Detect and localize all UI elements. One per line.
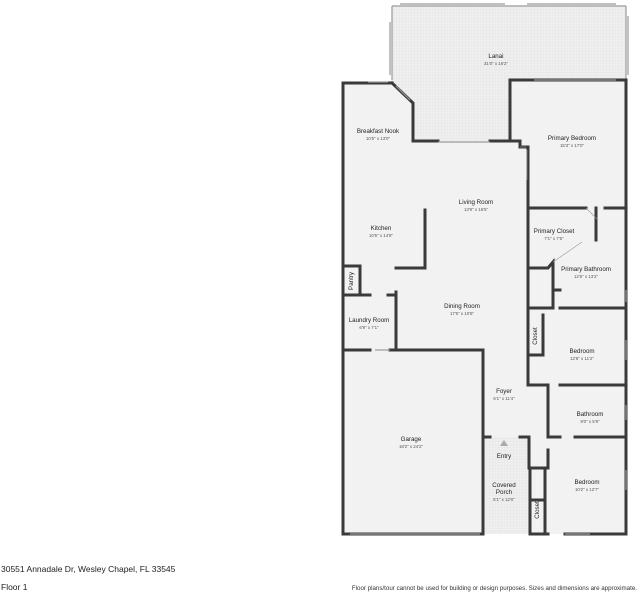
room-bedroom-1-name: Bedroom bbox=[569, 348, 594, 355]
room-garage-name: Garage bbox=[401, 436, 422, 443]
room-covered-porch-dims: 6'1" x 12'0" bbox=[493, 497, 515, 502]
room-garage-dims: 18'2" x 24'2" bbox=[399, 444, 424, 449]
room-covered-porch-name-line2: Porch bbox=[496, 489, 513, 496]
room-foyer-dims: 6'1" x 11'4" bbox=[493, 396, 515, 401]
room-closet-2-name: Closet bbox=[534, 501, 541, 519]
room-pantry-name: Pantry bbox=[348, 271, 355, 290]
room-foyer-name: Foyer bbox=[496, 388, 512, 395]
room-dining-room-dims: 17'5" x 10'8" bbox=[450, 311, 475, 316]
room-bedroom-1-dims: 12'8" x 11'2" bbox=[570, 356, 594, 361]
room-primary-closet-dims: 7'1" x 7'5" bbox=[544, 236, 564, 241]
interior-floor bbox=[343, 80, 626, 534]
room-bedroom-2-name: Bedroom bbox=[574, 479, 599, 486]
room-primary-bathroom-name: Primary Bathroom bbox=[561, 266, 611, 273]
room-kitchen-name: Kitchen bbox=[371, 225, 392, 232]
room-labels: Lanai 31'0" x 16'2" Breakfast Nook 10'5"… bbox=[348, 53, 611, 519]
room-primary-bathroom-dims: 12'6" x 13'2" bbox=[574, 274, 599, 279]
room-breakfast-nook-name: Breakfast Nook bbox=[357, 128, 400, 135]
room-lanai-dims: 31'0" x 16'2" bbox=[484, 61, 509, 66]
room-closet-1-name: Closet bbox=[532, 327, 539, 345]
room-laundry-room-dims: 6'9" x 7'1" bbox=[359, 325, 379, 330]
disclaimer-text: Floor plans/tour cannot be used for buil… bbox=[351, 585, 637, 592]
room-bedroom-2-dims: 10'2" x 12'7" bbox=[575, 487, 600, 492]
floor-label: Floor 1 bbox=[1, 582, 28, 592]
room-lanai-name: Lanai bbox=[488, 53, 503, 60]
room-primary-bedroom-dims: 15'3" x 17'0" bbox=[560, 143, 585, 148]
floor-plan: Lanai 31'0" x 16'2" Breakfast Nook 10'5"… bbox=[341, 3, 629, 536]
room-primary-closet-name: Primary Closet bbox=[534, 228, 575, 235]
openings bbox=[350, 79, 627, 535]
walls bbox=[341, 78, 628, 536]
porch-floor bbox=[483, 437, 529, 534]
room-bathroom-name: Bathroom bbox=[577, 411, 604, 418]
room-kitchen-dims: 10'5" x 14'8" bbox=[369, 233, 394, 238]
room-entry-name: Entry bbox=[497, 453, 512, 460]
room-bathroom-dims: 9'0" x 5'9" bbox=[580, 419, 600, 424]
room-breakfast-nook-dims: 10'5" x 13'0" bbox=[366, 136, 391, 141]
floor-fills bbox=[343, 6, 626, 534]
lanai-screens bbox=[389, 3, 629, 80]
room-living-room-name: Living Room bbox=[459, 199, 493, 206]
room-dining-room-name: Dining Room bbox=[444, 303, 480, 310]
entry-arrow bbox=[500, 440, 508, 446]
address-text: 30551 Annadale Dr, Wesley Chapel, FL 335… bbox=[1, 564, 176, 574]
room-living-room-dims: 13'9" x 16'5" bbox=[464, 207, 489, 212]
room-covered-porch-name-line1: Covered bbox=[492, 482, 516, 489]
room-primary-bedroom-name: Primary Bedroom bbox=[548, 135, 596, 142]
lanai-floor bbox=[392, 6, 626, 141]
room-laundry-room-name: Laundry Room bbox=[349, 317, 390, 324]
